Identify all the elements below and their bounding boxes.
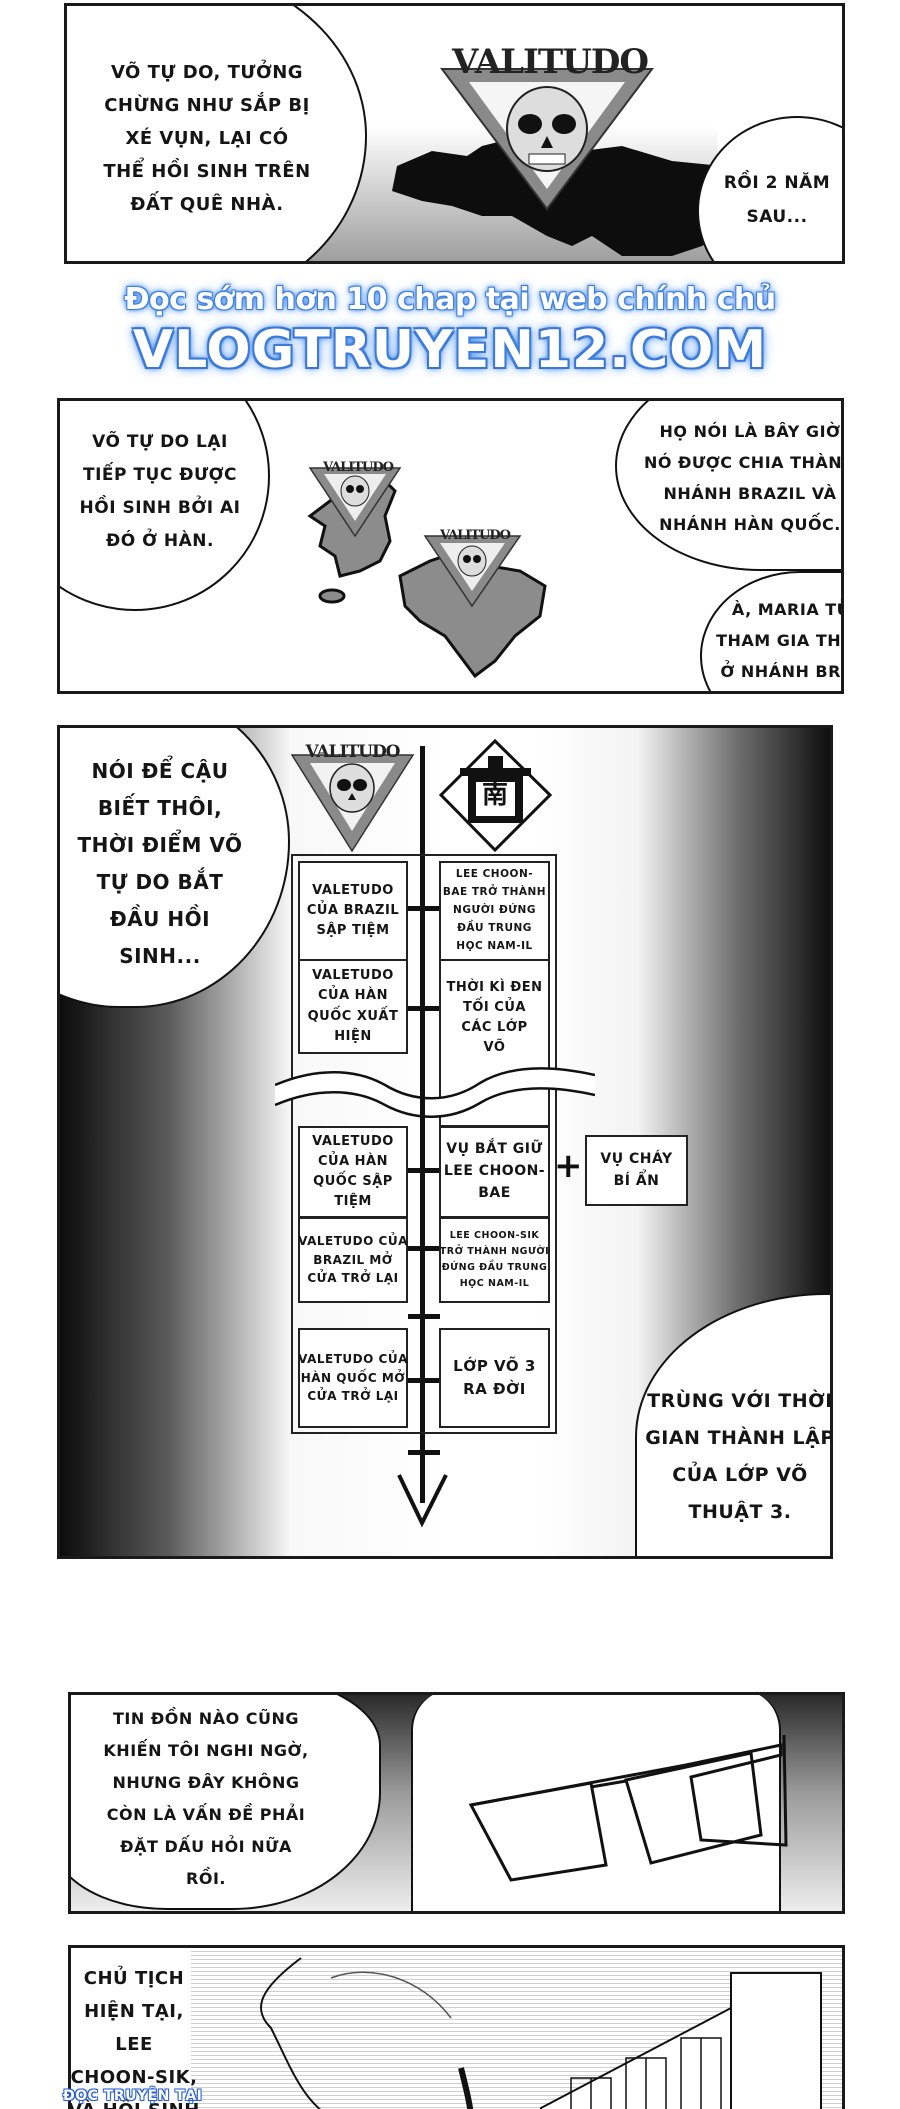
- timeline-tick: [408, 1378, 440, 1383]
- korea-map-icon: [307, 467, 402, 604]
- panel-1: VALITUDO VÕ TỰ DO, TƯỞNG CHỪNG NHƯ SẮP B…: [64, 3, 845, 264]
- school-building-illustration: [540, 1972, 822, 2109]
- timeline-tick: [408, 1168, 440, 1173]
- speech-bubble-left: [71, 1695, 381, 1910]
- valitudo-emblem-icon: [440, 68, 654, 211]
- panel-2: VÕ TỰ DO LẠI TIẾP TỤC ĐƯỢC HỒI SINH BỞI …: [57, 398, 844, 694]
- valitudo-emblem-icon: [290, 754, 415, 853]
- speech-text-right-top: HỌ NÓI LÀ BÂY GIỜ NÓ ĐƯỢC CHIA THÀNH NHÁ…: [643, 422, 844, 534]
- plus-sign: +: [554, 1146, 583, 1186]
- speech-text-right-bottom: À, MARIA TỪNG THAM GIA THI ĐẤU Ở NHÁNH B…: [716, 600, 842, 681]
- character-head-sketch: [260, 1957, 474, 2109]
- panel-4: TIN ĐỒN NÀO CŨNG KHIẾN TÔI NGHI NGỜ, NHƯ…: [68, 1692, 845, 1914]
- narration-text: CHỦ TỊCH HIỆN TẠI, LEE CHOON-SIK, VÀ HỒI…: [70, 1968, 199, 2109]
- timeline-tick: [408, 1006, 440, 1011]
- timeline-outer-box: [291, 854, 557, 1434]
- brazil-map-silhouette: [392, 136, 752, 256]
- brazil-map-icon: [398, 535, 547, 679]
- watermark-tagline: Đọc sớm hơn 10 chap tại web chính chủ: [124, 282, 776, 317]
- watermark-site: VLOGTRUYEN12.COM: [132, 320, 768, 380]
- speech-text-left: TIN ĐỒN NÀO CŨNG KHIẾN TÔI NGHI NGỜ, NHƯ…: [103, 1709, 309, 1888]
- timeline-tick: [408, 1450, 440, 1455]
- speech-text-right: TRÙNG VỚI THỜI GIAN THÀNH LẬP CỦA LỚP VÕ…: [645, 1390, 833, 1523]
- valitudo-title: VALITUDO: [452, 42, 649, 82]
- speech-text-left: VÕ TỰ DO, TƯỞNG CHỪNG NHƯ SẮP BỊ XÉ VỤN,…: [103, 62, 311, 215]
- valitudo-label: VALITUDO: [305, 742, 401, 762]
- nam-il-school-emblem-icon: [438, 738, 553, 853]
- glasses-icon: [468, 1734, 788, 1882]
- timeline-arrow-down-icon: [397, 1474, 448, 1528]
- speech-text-left: VÕ TỰ DO LẠI TIẾP TỤC ĐƯỢC HỒI SINH BỞI …: [79, 432, 241, 551]
- panel-3: NÓI ĐỂ CẬU BIẾT THÔI, THỜI ĐIỂM VÕ TỰ DO…: [57, 725, 833, 1559]
- valitudo-label-brazil: VALITUDO: [440, 528, 511, 543]
- speech-text-left: NÓI ĐỂ CẬU BIẾT THÔI, THỜI ĐIỂM VÕ TỰ DO…: [77, 759, 243, 968]
- timeline-tick: [408, 906, 440, 911]
- timeline-axis: [420, 746, 425, 1503]
- panel-5: CHỦ TỊCH HIỆN TẠI, LEE CHOON-SIK, VÀ HỒI…: [68, 1945, 845, 2109]
- valitudo-label-korea: VALITUDO: [323, 460, 394, 475]
- speech-text-right: RỒI 2 NĂM SAU...: [723, 173, 831, 227]
- nam-glyph: 南: [481, 780, 508, 810]
- narration-box: [71, 1948, 191, 2109]
- corner-watermark: ĐỌC TRUYỆN TẠI: [63, 2088, 203, 2104]
- speech-bubble-left: [67, 6, 367, 261]
- timeline-tick: [408, 1246, 440, 1251]
- timeline-break-wave: [275, 1063, 595, 1118]
- timeline-tick: [408, 1314, 440, 1319]
